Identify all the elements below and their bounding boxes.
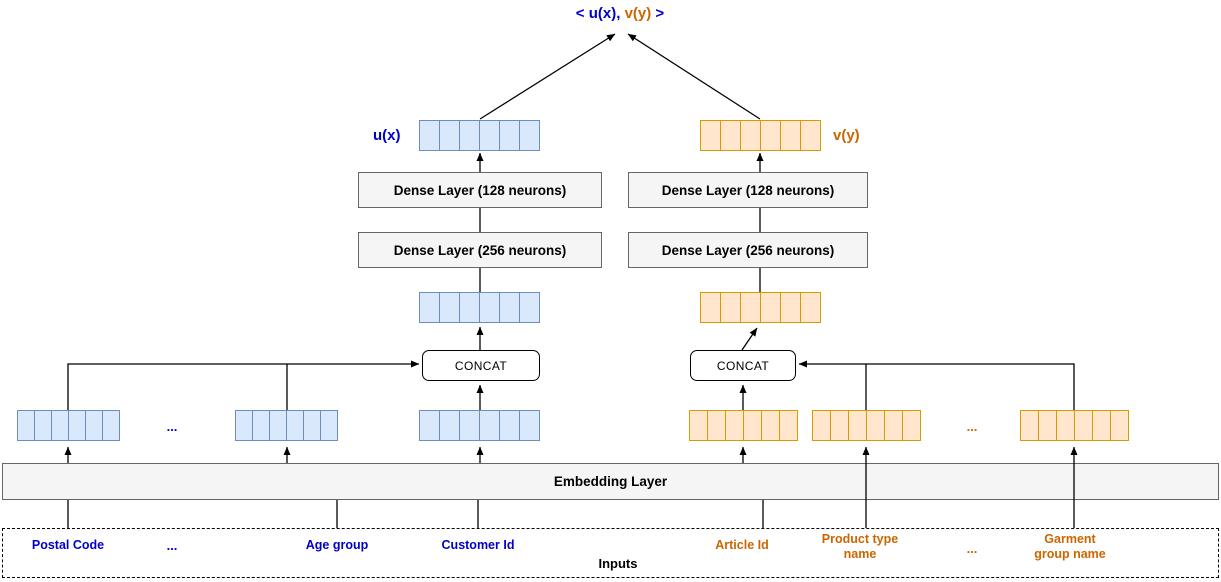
embedding-layer-box: Embedding Layer	[2, 463, 1219, 500]
left-dense-layer-128: Dense Layer (128 neurons)	[358, 172, 602, 208]
formula-ux-part: < u(x),	[575, 5, 621, 22]
input-label-product-type-name: Product type name	[821, 532, 899, 561]
formula-vy-part: v(y)	[624, 5, 652, 22]
article-id-embedding-vector	[689, 410, 798, 441]
input-label-age-group: Age group	[305, 538, 369, 552]
product-type-embedding-vector	[812, 410, 921, 441]
garment-group-embedding-vector	[1020, 410, 1129, 441]
inputs-box	[2, 528, 1219, 578]
right-concat-box: CONCAT	[690, 350, 796, 381]
vy-output-vector	[700, 120, 821, 151]
input-label-garment-group-name: Garment group name	[1034, 532, 1106, 561]
right-dense-layer-256: Dense Layer (256 neurons)	[628, 232, 868, 268]
input-ellipsis-right: ...	[966, 541, 978, 556]
right-ellipsis: ...	[966, 419, 978, 434]
input-ellipsis-left: ...	[166, 538, 178, 553]
right-dense-layer-128: Dense Layer (128 neurons)	[628, 172, 868, 208]
input-label-customer-id: Customer Id	[441, 538, 515, 552]
left-concat-vector	[419, 292, 540, 323]
vy-output-label: v(y)	[833, 127, 860, 144]
age-group-embedding-vector	[235, 410, 338, 441]
dot-product-formula: < u(x), v(y) >	[576, 5, 664, 22]
input-label-postal-code: Postal Code	[31, 538, 105, 552]
customer-id-embedding-vector	[419, 410, 540, 441]
inputs-title: Inputs	[598, 556, 638, 571]
formula-close-part: >	[655, 5, 665, 22]
ux-output-label: u(x)	[373, 127, 401, 144]
left-dense-layer-256: Dense Layer (256 neurons)	[358, 232, 602, 268]
left-ellipsis: ...	[166, 419, 178, 434]
left-concat-box: CONCAT	[422, 350, 540, 381]
input-label-article-id: Article Id	[715, 538, 769, 552]
postal-code-embedding-vector	[17, 410, 120, 441]
ux-output-vector	[419, 120, 540, 151]
right-concat-vector	[700, 292, 821, 323]
